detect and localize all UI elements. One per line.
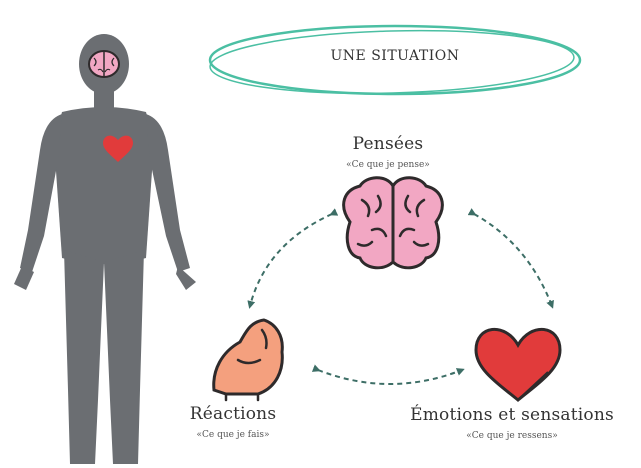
emotions-subtitle: «Ce que je ressens» bbox=[466, 431, 558, 441]
emotions-title: Émotions et sensations bbox=[410, 405, 614, 425]
reactions-title: Réactions bbox=[189, 404, 277, 424]
flexed-arm-icon bbox=[212, 318, 284, 402]
pensees-title: Pensées bbox=[352, 134, 424, 154]
pensees-subtitle: «Ce que je pense» bbox=[346, 160, 430, 170]
small-heart-icon bbox=[103, 135, 133, 162]
small-brain-icon bbox=[88, 50, 120, 78]
brain-icon bbox=[342, 176, 444, 270]
reactions-subtitle: «Ce que je fais» bbox=[196, 430, 270, 440]
arrow-reactions-emotions bbox=[311, 364, 465, 385]
heart-icon bbox=[474, 327, 562, 402]
arrow-pensees-emotions bbox=[467, 208, 554, 309]
arrow-pensees-reactions bbox=[247, 208, 339, 309]
situation-label: UNE SITUATION bbox=[330, 48, 460, 64]
human-silhouette-icon bbox=[14, 34, 196, 464]
situation-ellipse bbox=[208, 24, 582, 96]
